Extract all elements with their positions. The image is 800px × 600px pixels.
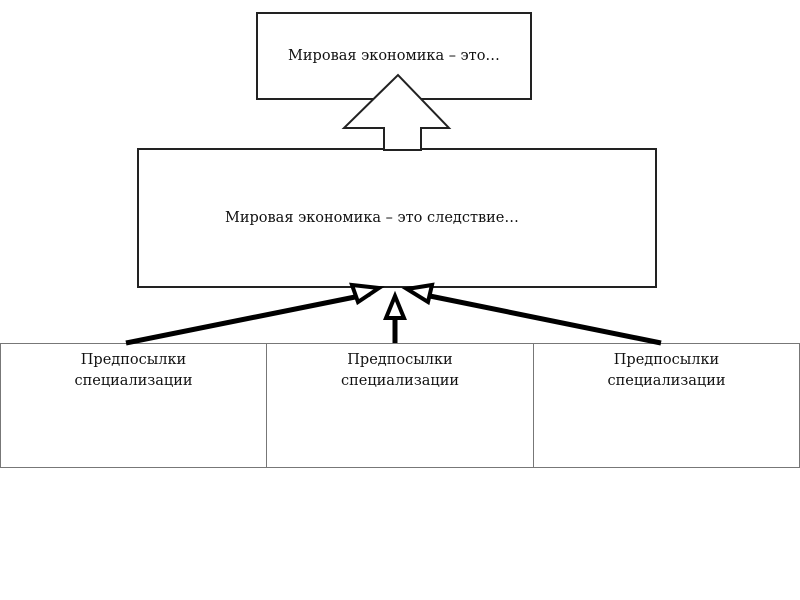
arrowhead-right — [401, 282, 435, 306]
table-cell-1: Предпосылки специализации — [0, 343, 267, 468]
table-cell-3: Предпосылки специализации — [533, 343, 800, 468]
cell-line-1: Предпосылки — [80, 352, 187, 368]
cell-line-2: специализации — [340, 373, 460, 389]
block-arrow-up — [341, 73, 452, 151]
middle-box: Мировая экономика – это следствие… — [137, 148, 657, 288]
arrow-right-line — [419, 291, 662, 346]
cell-line-2: специализации — [607, 373, 726, 389]
cell-line-1: Предпосылки — [347, 352, 453, 368]
top-box-text: Мировая экономика – это… — [288, 48, 500, 64]
arrowhead-left — [349, 282, 385, 306]
arrowhead-center — [383, 290, 407, 320]
middle-box-text: Мировая экономика – это следствие… — [225, 210, 519, 226]
cell-line-1: Предпосылки — [613, 352, 720, 368]
cell-line-2: специализации — [74, 373, 193, 389]
arrow-left-line — [125, 291, 371, 346]
